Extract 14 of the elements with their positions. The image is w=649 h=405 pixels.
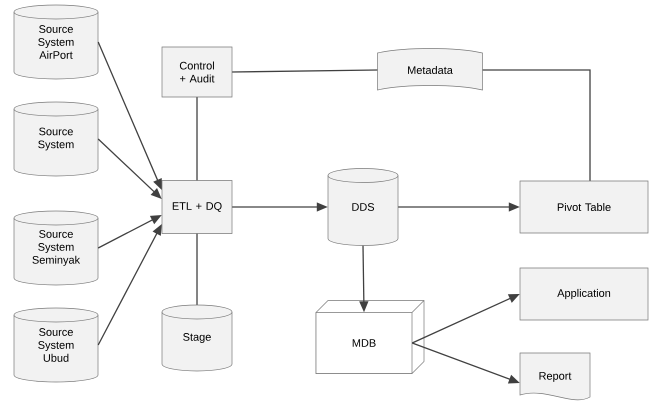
process-box: Application bbox=[520, 268, 648, 320]
connector-line bbox=[196, 234, 198, 305]
database-cylinder: DDS bbox=[328, 168, 398, 246]
connector-line bbox=[482, 69, 591, 181]
process-box: Pivot Table bbox=[520, 180, 648, 234]
database-cylinder: Source System bbox=[14, 102, 98, 176]
database-cylinder: Source System Ubud bbox=[14, 308, 98, 382]
database-cylinder: Source System Seminyak bbox=[14, 210, 98, 286]
database-cylinder: Source System AirPort bbox=[14, 4, 98, 80]
process-box: Control + Audit bbox=[162, 46, 232, 98]
process-box: ETL + DQ bbox=[162, 180, 232, 234]
connector-line bbox=[196, 97, 198, 180]
connector-line bbox=[232, 69, 378, 73]
database-cylinder: Stage bbox=[162, 304, 232, 372]
